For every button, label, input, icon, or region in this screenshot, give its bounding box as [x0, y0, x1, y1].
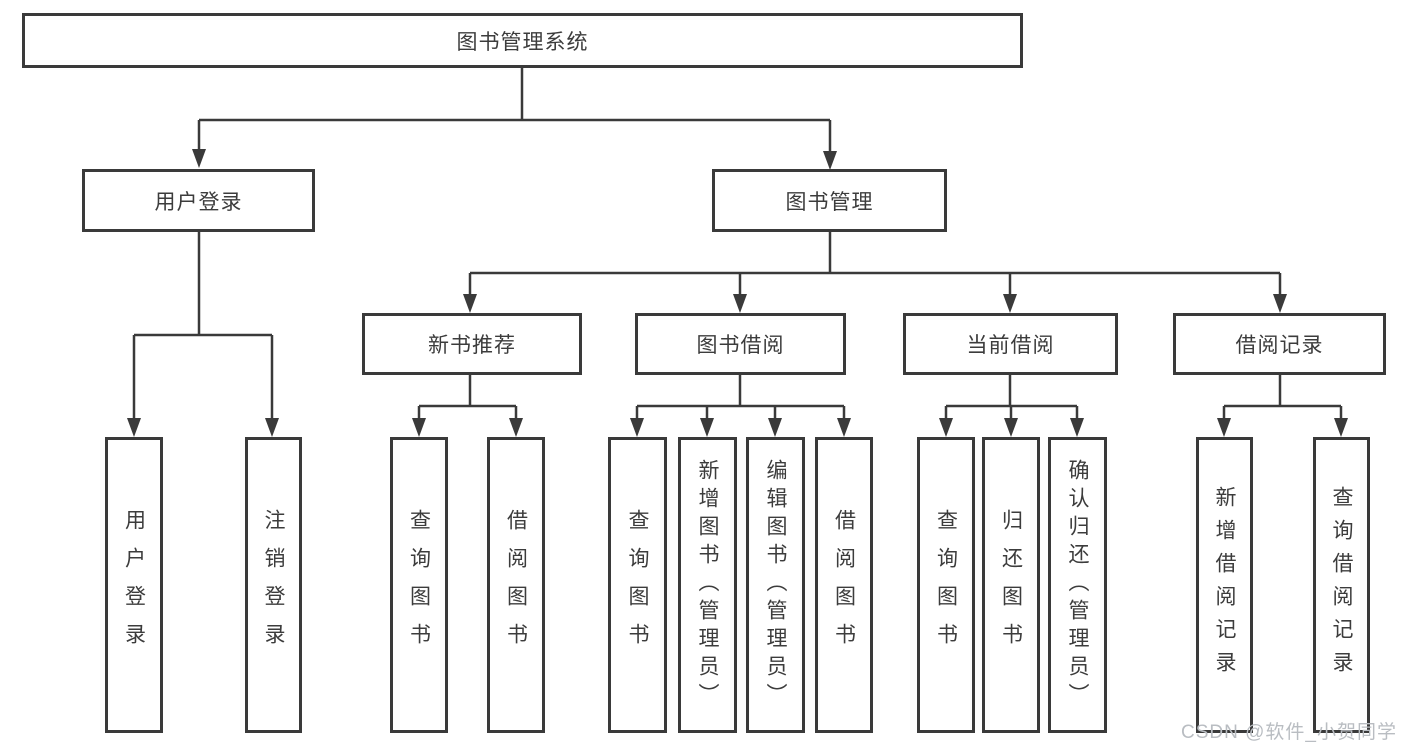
node-new-book-recommend-label: 新书推荐 [428, 334, 516, 357]
watermark-text: CSDN @软件_小贺同学 [1181, 722, 1397, 743]
node-leaf-query-books-current: 查询图书 [917, 437, 975, 733]
node-current-borrow-label: 当前借阅 [966, 334, 1055, 357]
node-root-label: 图书管理系统 [456, 30, 589, 54]
node-leaf-query-books-recommend: 查询图书 [390, 437, 448, 733]
connector-lines [132, 68, 1343, 421]
node-leaf-query-borrow-record: 查询借阅记录 [1313, 437, 1370, 733]
node-book-borrow: 图书借阅 [635, 313, 846, 375]
node-leaf-borrow-books: 借阅图书 [815, 437, 873, 733]
node-borrow-records-label: 借阅记录 [1235, 334, 1324, 357]
node-leaf-add-borrow-record: 新增借阅记录 [1196, 437, 1253, 733]
node-leaf-return-books: 归还图书 [982, 437, 1040, 733]
node-leaf-add-books-admin: 新增图书（管理员） [678, 437, 737, 733]
node-leaf-query-borrow-record-label: 查询借阅记录 [1330, 486, 1353, 684]
node-leaf-borrow-books-label: 借阅图书 [832, 509, 856, 661]
node-leaf-logout: 注销登录 [245, 437, 302, 733]
node-book-borrow-label: 图书借阅 [696, 334, 785, 357]
node-leaf-user-login: 用户登录 [105, 437, 163, 733]
node-leaf-edit-books-admin-label: 编辑图书（管理员） [764, 459, 787, 711]
node-leaf-add-books-admin-label: 新增图书（管理员） [696, 459, 719, 711]
node-leaf-edit-books-admin: 编辑图书（管理员） [746, 437, 805, 733]
node-leaf-user-login-label: 用户登录 [122, 509, 146, 661]
node-leaf-logout-label: 注销登录 [262, 509, 285, 661]
node-user-login: 用户登录 [82, 169, 315, 232]
node-borrow-records: 借阅记录 [1173, 313, 1386, 375]
node-leaf-query-books-recommend-label: 查询图书 [407, 509, 431, 661]
node-leaf-query-books-current-label: 查询图书 [934, 509, 958, 661]
node-book-management: 图书管理 [712, 169, 947, 232]
node-leaf-confirm-return-admin: 确认归还（管理员） [1048, 437, 1107, 733]
node-leaf-borrow-books-recommend-label: 借阅图书 [504, 509, 528, 661]
node-leaf-borrow-books-recommend: 借阅图书 [487, 437, 545, 733]
node-user-login-label: 用户登录 [154, 190, 243, 214]
node-leaf-query-books-borrow-label: 查询图书 [626, 509, 649, 661]
node-leaf-confirm-return-admin-label: 确认归还（管理员） [1066, 459, 1089, 711]
node-current-borrow: 当前借阅 [903, 313, 1118, 375]
node-book-management-label: 图书管理 [785, 190, 874, 214]
node-leaf-add-borrow-record-label: 新增借阅记录 [1213, 486, 1236, 684]
node-leaf-query-books-borrow: 查询图书 [608, 437, 667, 733]
node-new-book-recommend: 新书推荐 [362, 313, 582, 375]
node-root: 图书管理系统 [22, 13, 1023, 68]
node-leaf-return-books-label: 归还图书 [999, 509, 1023, 661]
